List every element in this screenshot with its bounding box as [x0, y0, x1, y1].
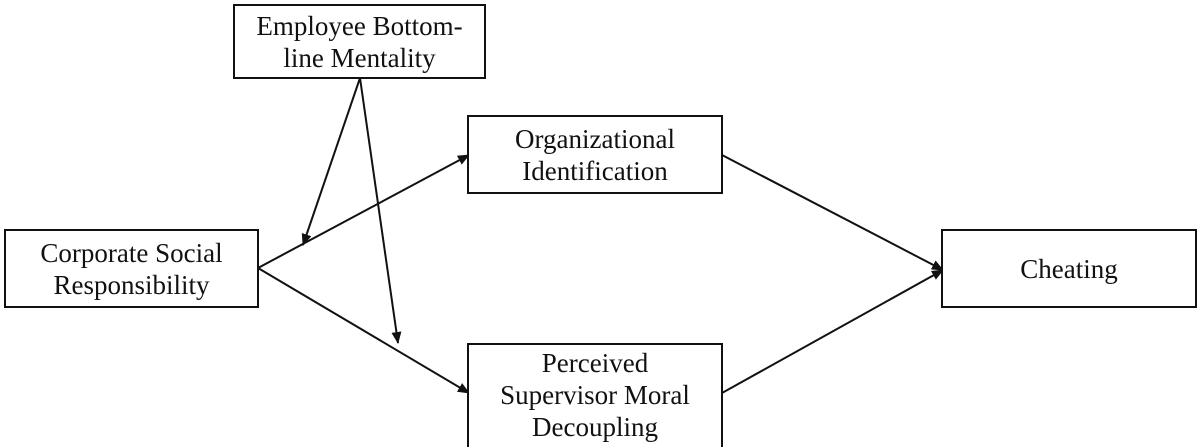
node-label-line: line Mentality	[283, 42, 436, 73]
node-cheating: Cheating	[941, 229, 1197, 308]
node-label-line: Employee Bottom-	[256, 10, 463, 41]
arrow-csr-to-moral-decoupling	[257, 267, 470, 394]
node-label-line: Decoupling	[532, 412, 658, 442]
node-perceived-supervisor-moral-decoupling: Perceived Supervisor Moral Decoupling	[467, 343, 723, 447]
node-employee-bottom-line-mentality: Employee Bottom- line Mentality	[233, 4, 486, 79]
node-label-line: Organizational	[515, 123, 675, 154]
node-label-line: Identification	[522, 155, 668, 186]
node-corporate-social-responsibility: Corporate Social Responsibility	[4, 229, 259, 308]
node-label-line: Supervisor Moral	[500, 380, 690, 410]
node-label-line: Perceived	[541, 348, 649, 378]
node-label-line: Cheating	[1020, 253, 1118, 284]
arrow-org-identification-to-cheating	[721, 154, 944, 271]
arrow-moral-decoupling-to-cheating	[721, 269, 944, 394]
arrow-csr-to-org-identification	[257, 154, 470, 269]
node-organizational-identification: Organizational Identification	[467, 115, 723, 194]
node-label-line: Responsibility	[53, 269, 210, 300]
moderation-arrow-lower-path	[359, 77, 402, 344]
node-label-line: Corporate Social	[40, 237, 223, 268]
moderation-arrow-upper-path	[301, 77, 361, 246]
